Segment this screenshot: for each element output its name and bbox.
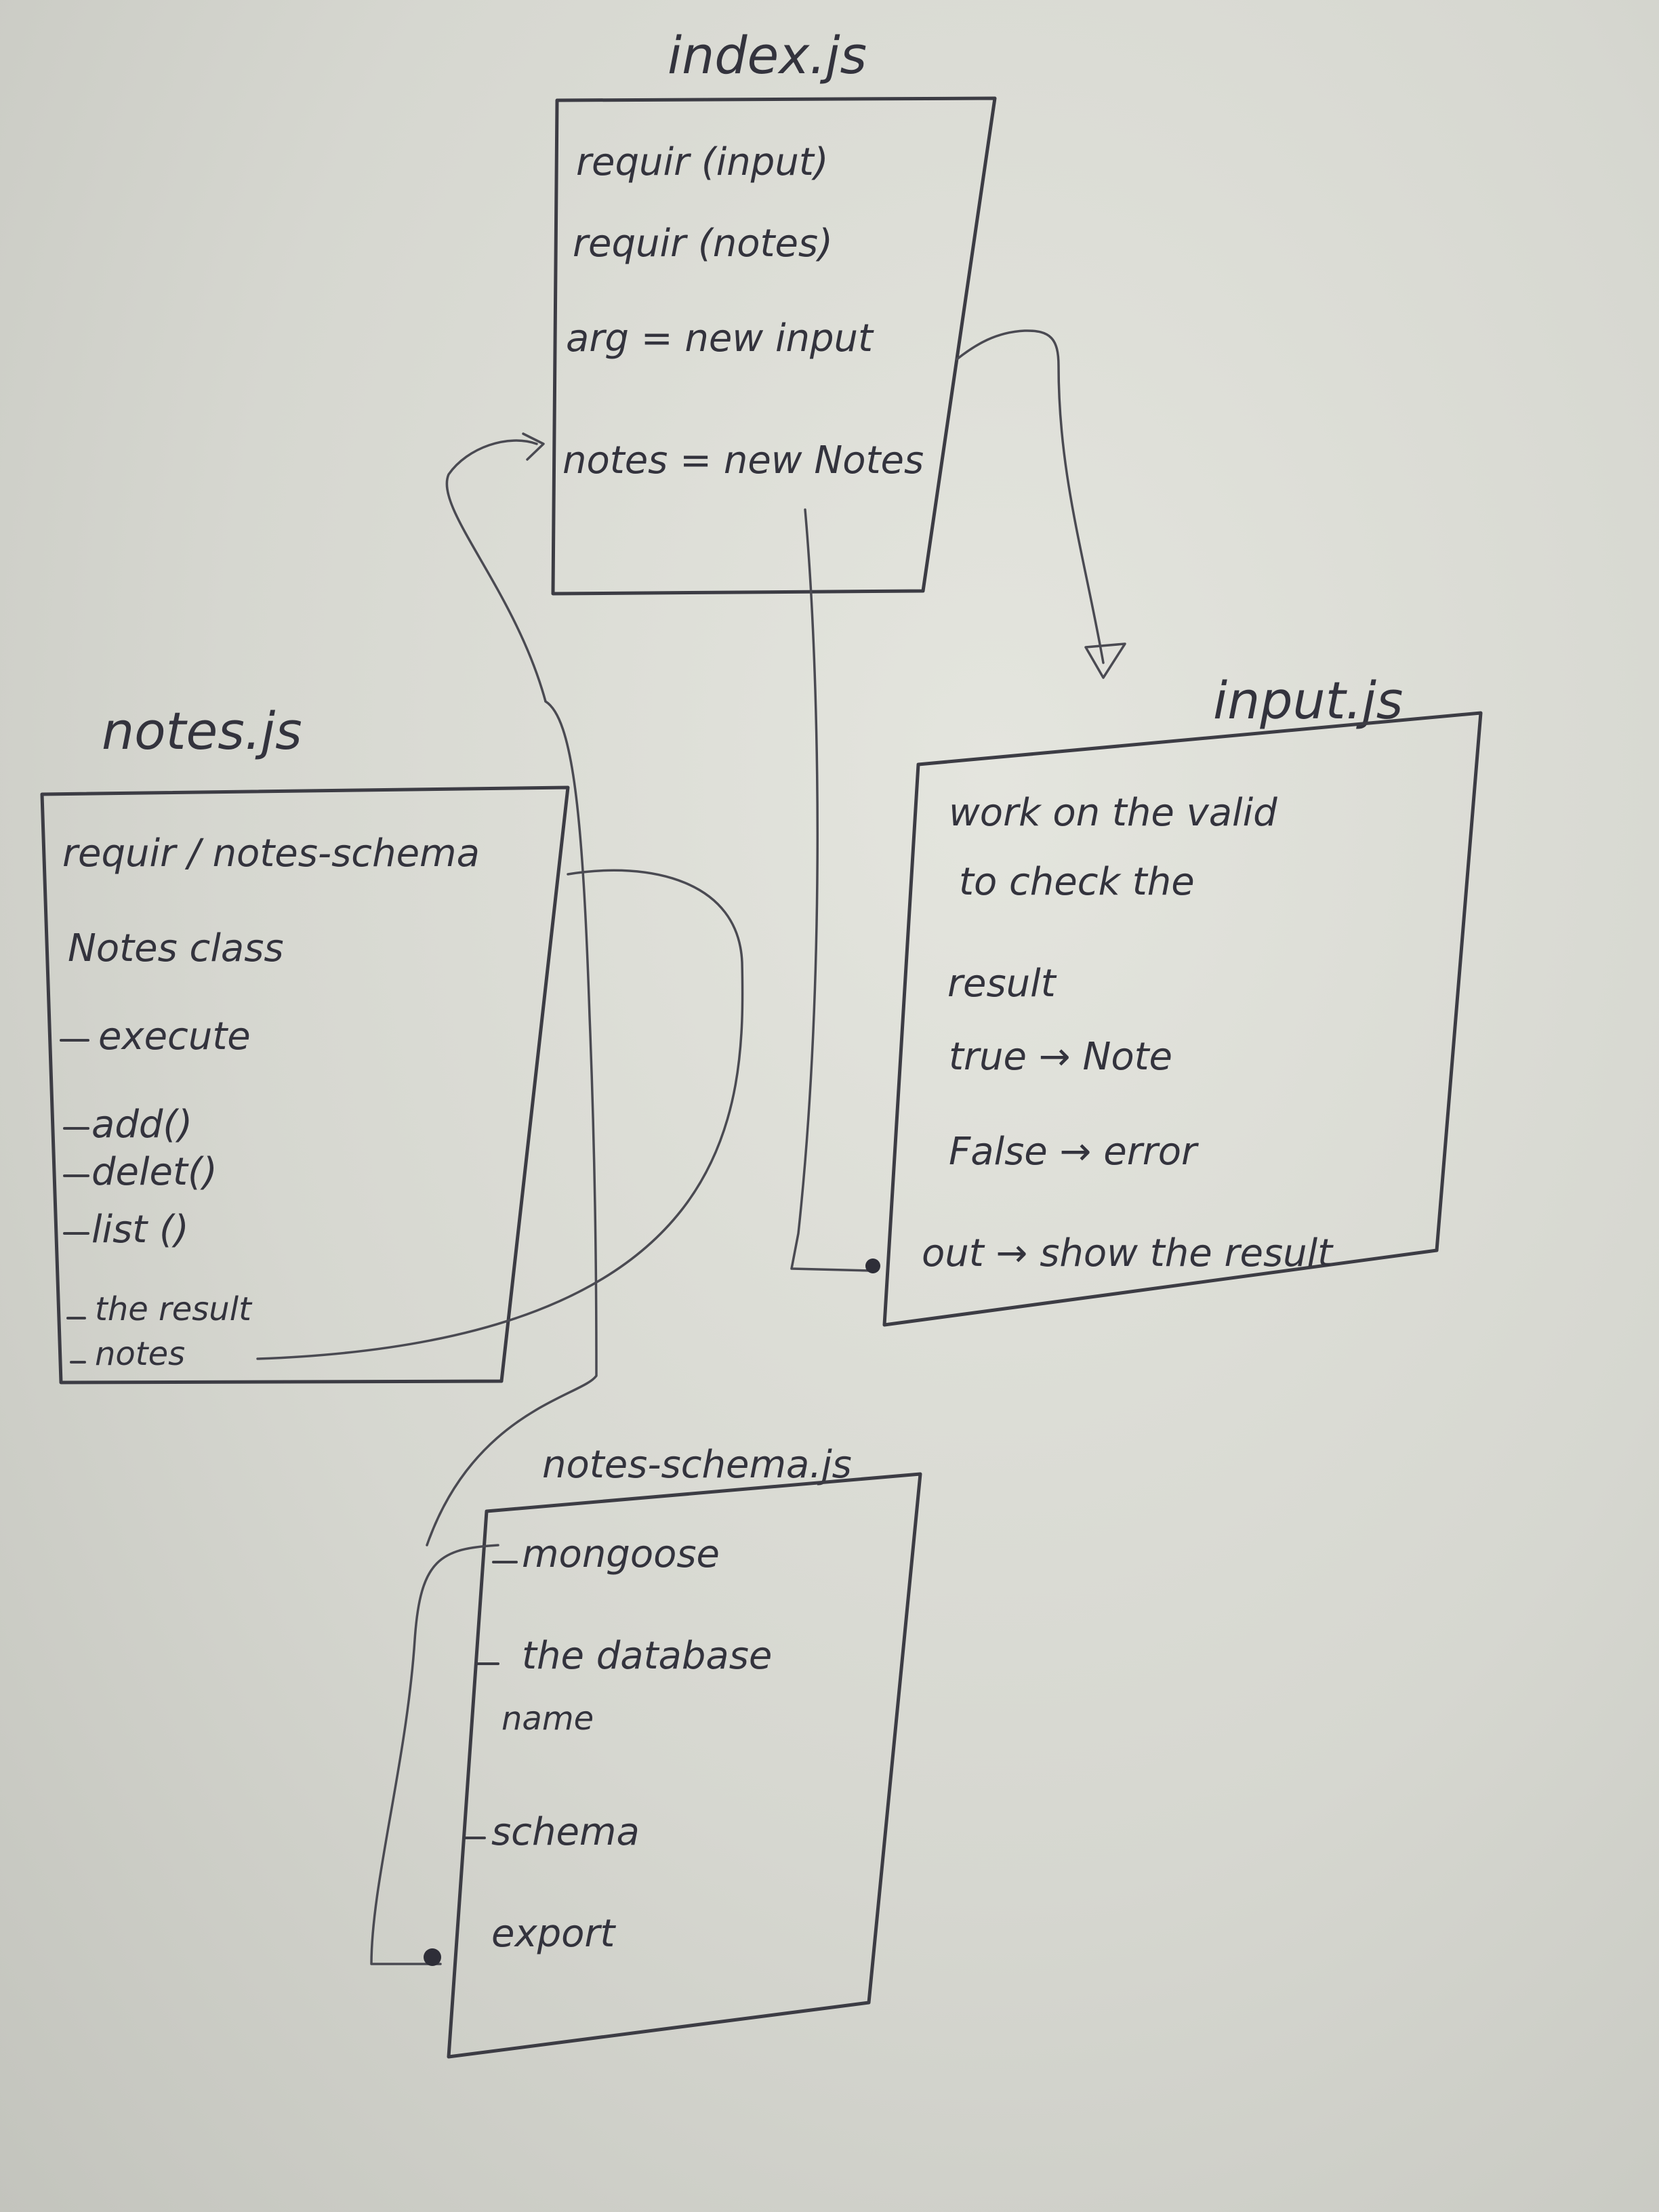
- notes-js-box: notes.js requir / notes-schema Notes cla…: [40, 701, 570, 1385]
- index-js-item-1: requir (input): [576, 140, 829, 184]
- notes-schema-js-box: notes-schema.js mongoose the database na…: [447, 1443, 922, 2059]
- index-js-item-2: requir (notes): [573, 222, 833, 266]
- notes-js-item-3: execute: [98, 1015, 251, 1059]
- notes-schema-js-item-2: the database: [522, 1634, 772, 1678]
- input-js-item-4: true → Note: [949, 1035, 1172, 1079]
- index-js-box: index.js requir (input) requir (notes) a…: [551, 25, 997, 596]
- connector-notes-vertical: [426, 700, 598, 1547]
- connector-notes-to-index: [445, 439, 547, 703]
- input-js-item-5: False → error: [949, 1130, 1199, 1174]
- notes-schema-js-item-1: mongoose: [522, 1532, 720, 1576]
- notes-js-item-7: the result: [95, 1290, 253, 1328]
- input-js-item-3: result: [947, 962, 1057, 1006]
- connector-dot-input-out: [865, 1258, 880, 1273]
- notes-schema-js-item-4: schema: [491, 1810, 640, 1854]
- input-js-title: input.js: [1213, 670, 1403, 731]
- index-js-item-3: arg = new input: [566, 316, 874, 361]
- notes-js-item-4: add(): [91, 1103, 192, 1147]
- input-js-box: input.js work on the valid to check the …: [882, 670, 1483, 1327]
- connector-dot-export: [424, 1948, 441, 1966]
- notes-js-title: notes.js: [102, 701, 302, 761]
- notes-js-item-8: notes: [95, 1335, 185, 1373]
- connector-schema-loop: [370, 1544, 499, 1965]
- connector-index-to-input: [956, 329, 1105, 664]
- arrowhead-index-notes: [522, 432, 545, 461]
- notes-js-item-1: requir / notes-schema: [62, 832, 480, 876]
- notes-js-item-5: delet(): [91, 1150, 218, 1194]
- notes-schema-js-title: notes-schema.js: [542, 1443, 852, 1487]
- notes-schema-js-item-5: export: [491, 1912, 616, 1956]
- index-js-title: index.js: [668, 25, 867, 85]
- index-js-item-4: notes = new Notes: [562, 438, 924, 483]
- input-js-item-2: to check the: [959, 860, 1195, 904]
- input-js-item-6: out → show the result: [922, 1231, 1334, 1275]
- arrowhead-input: [1084, 642, 1126, 679]
- notes-js-item-2: Notes class: [68, 926, 284, 970]
- notes-schema-js-item-3: name: [501, 1700, 594, 1738]
- connector-index-to-input-out: [790, 508, 872, 1272]
- input-js-item-1: work on the valid: [949, 791, 1277, 835]
- connector-notes-to-schema: [256, 869, 744, 1360]
- notes-js-item-6: list (): [91, 1208, 189, 1252]
